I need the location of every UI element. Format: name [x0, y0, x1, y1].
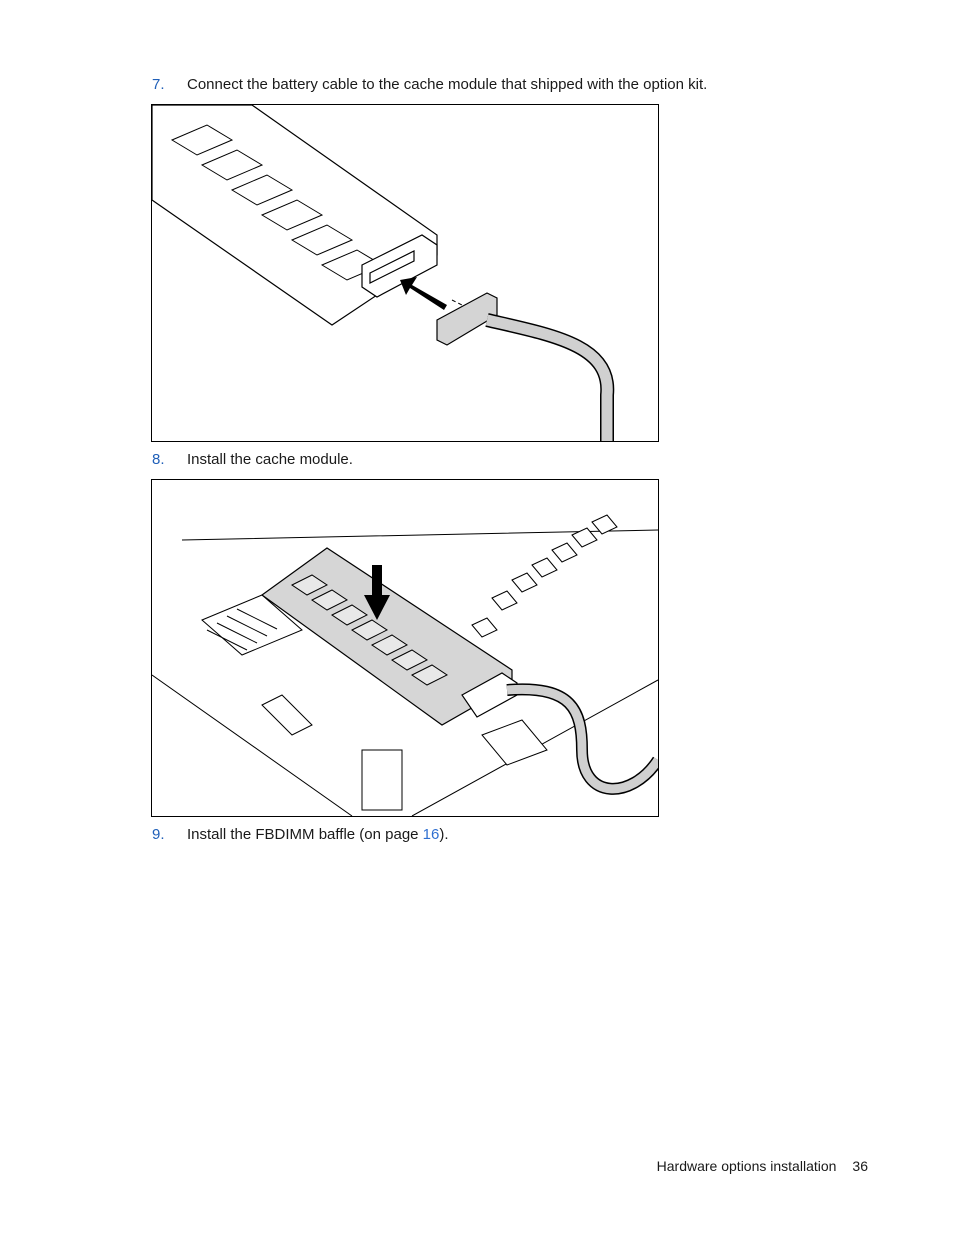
- step-7: 7. Connect the battery cable to the cache…: [152, 75, 707, 95]
- step-number: 8.: [152, 451, 165, 468]
- figure-battery-cable-connection: [151, 104, 659, 442]
- step-text: Install the cache module.: [187, 451, 353, 468]
- heatsink-right: [481, 719, 548, 766]
- step-8: 8. Install the cache module.: [152, 450, 353, 470]
- page-number: 36: [852, 1158, 868, 1174]
- memory-chips: [170, 124, 384, 281]
- step-text-end: ).: [439, 826, 449, 843]
- fbdimm-slots: [471, 514, 618, 638]
- cache-module: [260, 547, 513, 726]
- figure-install-cache-module: [151, 479, 659, 817]
- board-components: [261, 694, 403, 811]
- insertion-arrow: [400, 277, 447, 310]
- step-number: 9.: [152, 826, 165, 843]
- cache-module-chips: [291, 574, 448, 686]
- step-text: Install the FBDIMM baffle (on page: [187, 826, 423, 843]
- step-number: 7.: [152, 76, 165, 93]
- step-text: Connect the battery cable to the cache m…: [187, 76, 708, 93]
- battery-cable-connector: [436, 292, 498, 346]
- board-connector: [361, 234, 438, 298]
- step-9: 9. Install the FBDIMM baffle (on page 16)…: [152, 825, 449, 845]
- down-arrow: [364, 565, 390, 620]
- heatsink-left: [201, 594, 303, 656]
- page-footer: Hardware options installation 36: [657, 1158, 868, 1174]
- page-link[interactable]: 16: [422, 826, 440, 843]
- footer-section: Hardware options installation: [656, 1158, 837, 1174]
